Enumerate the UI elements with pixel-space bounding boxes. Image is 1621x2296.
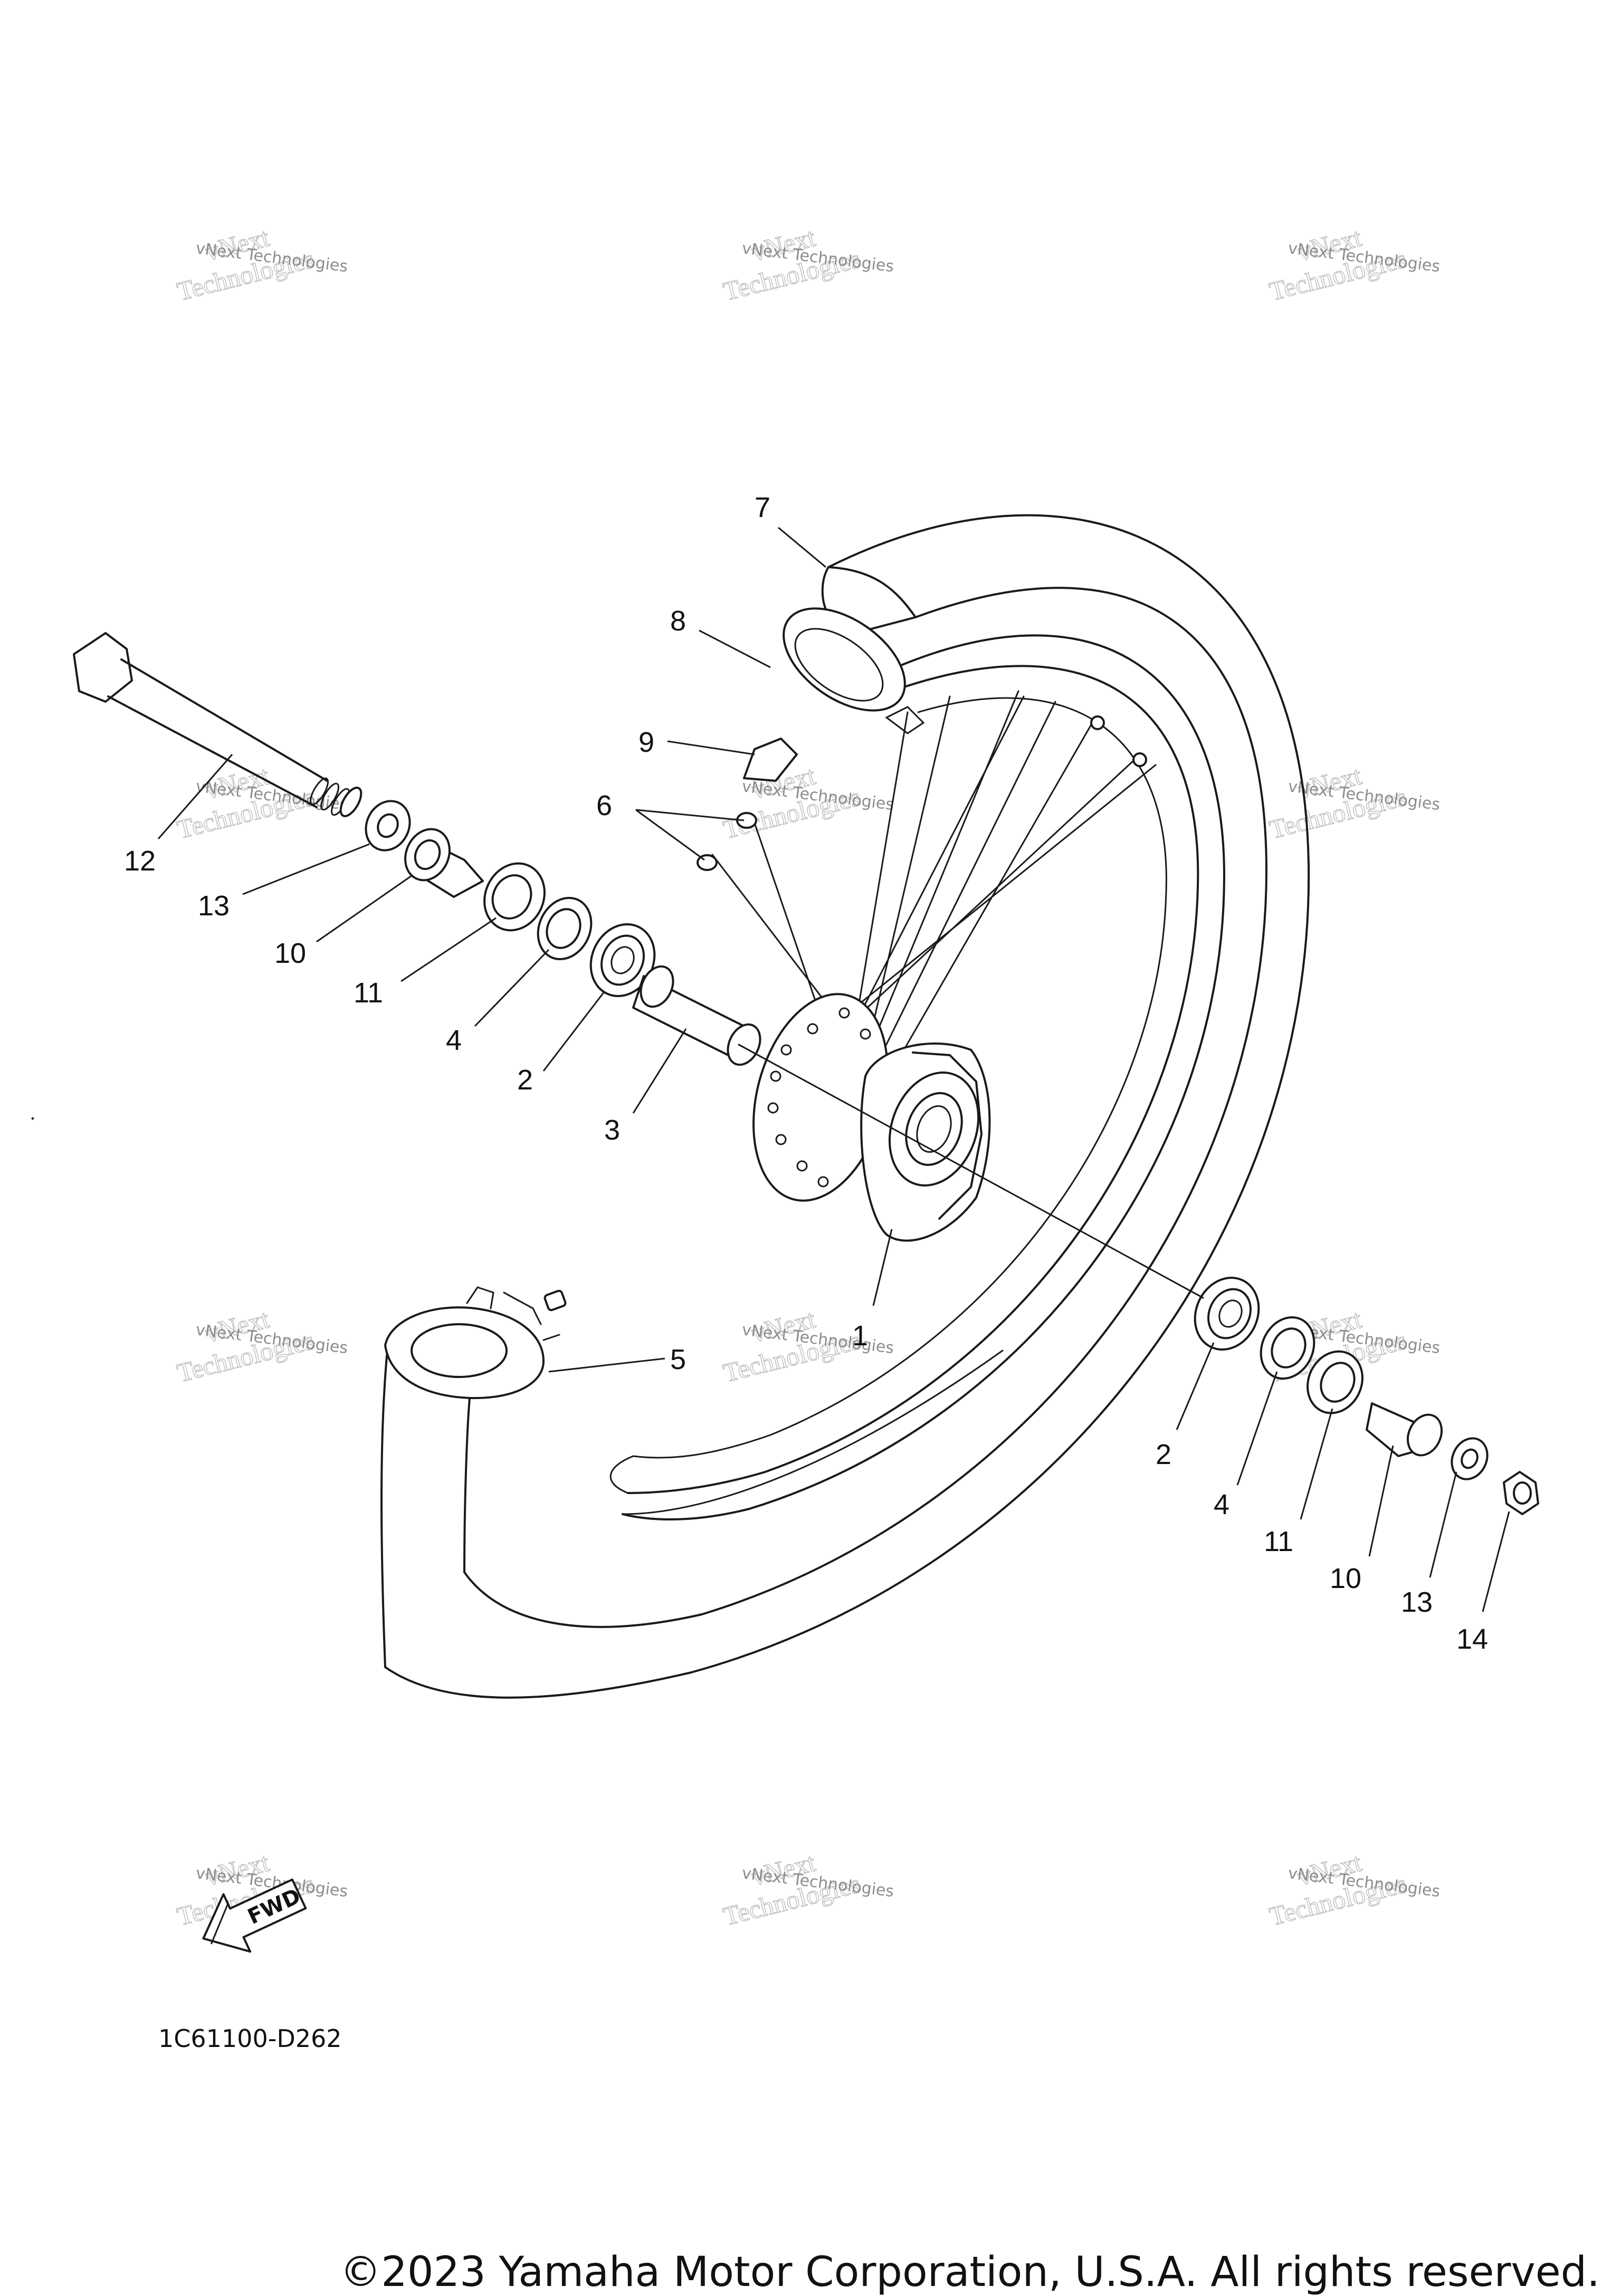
axle xyxy=(73,632,363,817)
callout-5: 5 xyxy=(670,1344,686,1375)
watermark: Technologies vNext vNext Technologies xyxy=(174,1304,349,1389)
axle-thread xyxy=(310,777,363,817)
axle-head xyxy=(73,632,133,703)
callout-10-left: 10 xyxy=(274,937,306,969)
callout-13-right: 13 xyxy=(1401,1586,1433,1618)
axle-nut xyxy=(1503,1471,1539,1515)
hub xyxy=(752,993,991,1242)
diagram-code: 1C61100-D262 xyxy=(158,2024,342,2053)
callout-14: 14 xyxy=(1456,1623,1488,1655)
watermark: Technologies vNext vNext Technologies xyxy=(174,222,349,307)
tire xyxy=(380,514,1310,1699)
callout-2-right: 2 xyxy=(1156,1439,1171,1470)
leader-lines xyxy=(157,527,1510,1612)
callout-7: 7 xyxy=(755,492,770,523)
callout-13-left: 13 xyxy=(198,890,230,922)
callout-9: 9 xyxy=(638,726,654,758)
callout-11-left: 11 xyxy=(354,977,383,1009)
callout-2-left: 2 xyxy=(517,1064,533,1096)
watermark: Technologies vNext vNext Technologies xyxy=(174,760,349,845)
inner-tube-section xyxy=(783,607,906,712)
watermark: Technologies vNext vNext Technologies xyxy=(720,1847,895,1932)
washer xyxy=(1451,1437,1489,1480)
oil-seal xyxy=(483,862,546,932)
spokes xyxy=(711,690,1157,1072)
watermark: Technologies vNext vNext Technologies xyxy=(1266,222,1441,307)
callout-10-right: 10 xyxy=(1330,1563,1361,1594)
tire-cutaway-bottom xyxy=(384,1286,567,1399)
callout-11-right: 11 xyxy=(1264,1526,1293,1557)
washer xyxy=(365,800,411,852)
callout-4-right: 4 xyxy=(1214,1489,1229,1520)
watermark: Technologies vNext vNext Technologies xyxy=(1266,1847,1441,1932)
watermark: Technologies vNext vNext Technologies xyxy=(720,1304,895,1389)
left-side-parts xyxy=(365,800,761,1066)
copyright-notice: ©2023 Yamaha Motor Corporation, U.S.A. A… xyxy=(340,2249,1600,2296)
callout-8: 8 xyxy=(670,605,686,637)
right-side-parts xyxy=(1194,1276,1539,1515)
rim-band-strip xyxy=(743,738,798,782)
callout-12: 12 xyxy=(124,845,156,877)
valve-stem xyxy=(543,1289,567,1312)
callout-6: 6 xyxy=(596,790,612,821)
callout-labels: 7 8 9 6 12 13 10 11 4 2 3 1 5 2 4 11 10 … xyxy=(124,492,1488,1655)
callout-1: 1 xyxy=(852,1320,868,1352)
disc-bolt-holes xyxy=(767,1007,871,1188)
watermark: Technologies vNext vNext Technologies xyxy=(720,222,895,307)
tire-cutaway-top xyxy=(743,566,925,782)
callout-4-left: 4 xyxy=(446,1025,462,1056)
callout-3: 3 xyxy=(604,1114,620,1146)
axle-centerline xyxy=(738,1044,1204,1299)
watermark: Technologies vNext vNext Technologies xyxy=(1266,760,1441,845)
